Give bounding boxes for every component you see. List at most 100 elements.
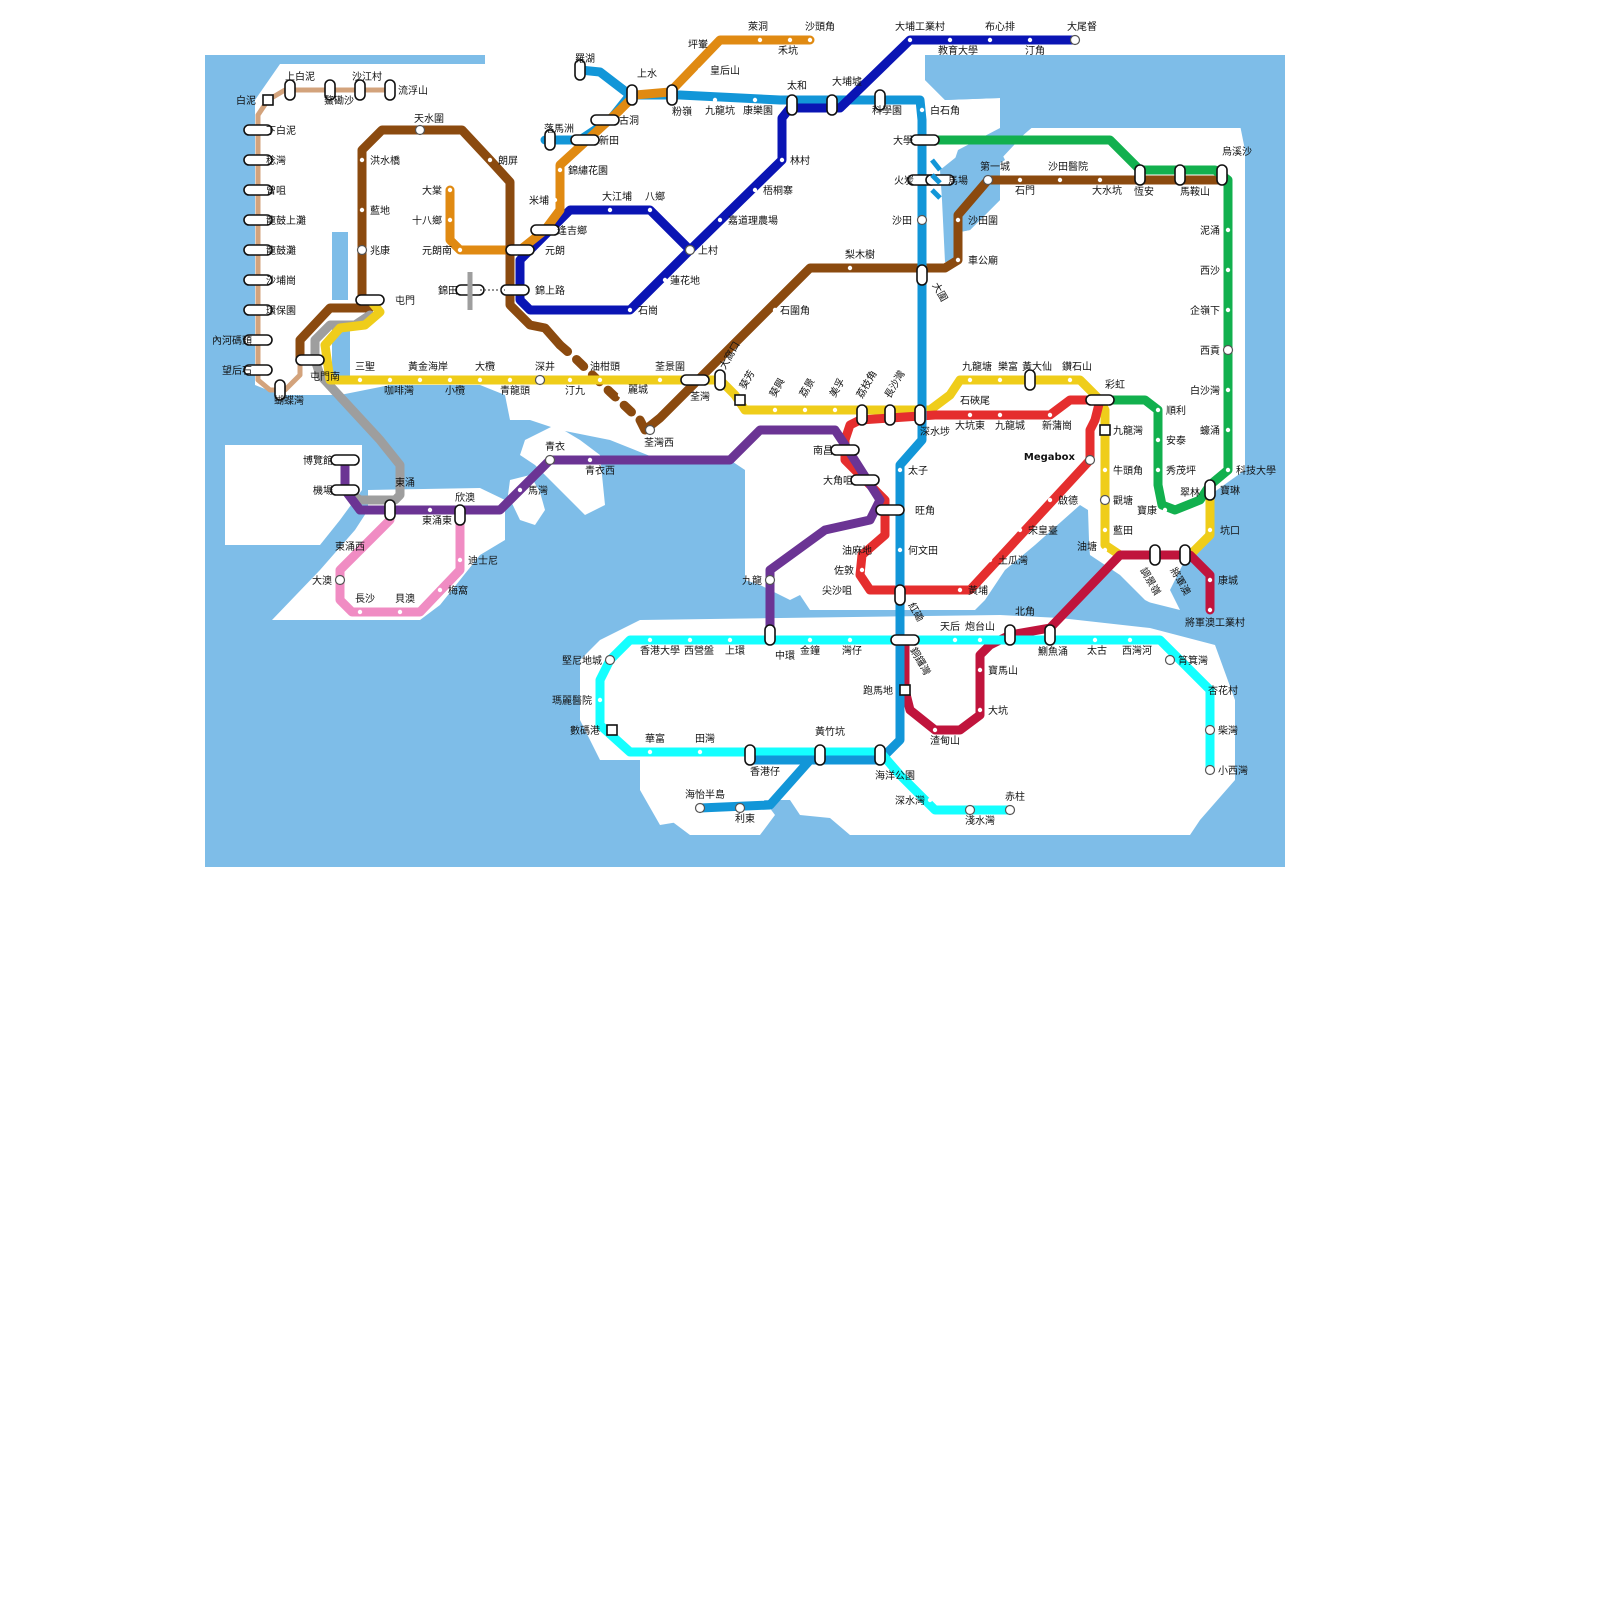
station-tiukengleng[interactable] (1149, 544, 1161, 566)
station-kwaifong[interactable] (734, 394, 746, 406)
station-tokwawan[interactable] (987, 557, 993, 563)
station-kudtung[interactable] (590, 114, 620, 126)
station-taishuihang[interactable] (1097, 177, 1103, 183)
station-homan[interactable] (897, 547, 903, 553)
station-happyvalley[interactable] (899, 684, 911, 696)
station-saiyingpun[interactable] (687, 637, 693, 643)
station-taikang[interactable] (607, 207, 613, 213)
station-pakni[interactable] (262, 94, 274, 106)
station-pakshawan[interactable] (1225, 387, 1231, 393)
station-tingkok[interactable] (1027, 37, 1033, 43)
station-wanchai[interactable] (847, 637, 853, 643)
station-oceanpark[interactable] (874, 744, 886, 766)
station-sanitin[interactable] (570, 134, 600, 146)
station-quarrybay[interactable] (1044, 624, 1056, 646)
station-hengon[interactable] (1134, 164, 1146, 186)
station-mongkok[interactable] (875, 504, 905, 516)
station-shekkong[interactable] (627, 307, 633, 313)
station-hengfachuen[interactable] (1197, 687, 1203, 693)
station-shatsui[interactable] (357, 609, 363, 615)
station-taio[interactable] (334, 574, 346, 586)
station-saisha[interactable] (1225, 267, 1231, 273)
station-tsingyi[interactable] (544, 454, 556, 466)
station-mipo[interactable] (552, 197, 558, 203)
station-tingkau[interactable] (567, 377, 573, 383)
station-siulam[interactable] (447, 377, 453, 383)
station-hongloknga[interactable] (752, 97, 758, 103)
station-tuenmunnorth[interactable] (295, 354, 325, 366)
station-ngautaukok[interactable] (1102, 467, 1108, 473)
station-ngtungchai[interactable] (752, 187, 758, 193)
station-tailam[interactable] (477, 377, 483, 383)
station-pousampai[interactable] (987, 37, 993, 43)
station-disney[interactable] (457, 557, 463, 563)
station-cityone[interactable] (982, 174, 994, 186)
station-cyberport[interactable] (606, 724, 618, 736)
station-aplichau[interactable] (694, 802, 706, 814)
station-siuhong[interactable] (356, 244, 368, 256)
station-pooiau[interactable] (397, 609, 403, 615)
station-asiaworld[interactable] (330, 454, 360, 466)
station-airport[interactable] (330, 484, 360, 496)
station-kwuntong[interactable] (1099, 494, 1111, 506)
station-tsanguk[interactable] (243, 184, 273, 196)
station-stanley[interactable] (1004, 804, 1016, 816)
station-tinhau[interactable] (952, 637, 958, 643)
station-kamsheungroad[interactable] (500, 284, 530, 296)
station-cheungshawan[interactable] (884, 404, 896, 426)
station-shapotsui[interactable] (243, 274, 273, 286)
station-fungkatheung[interactable] (530, 224, 560, 236)
station-kowloonbay[interactable] (1099, 424, 1111, 436)
station-pakshekkok[interactable] (919, 107, 925, 113)
station-wukaisha[interactable] (1216, 164, 1228, 186)
station-shekkipmei[interactable] (957, 397, 963, 403)
station-tsuenwan[interactable] (680, 374, 710, 386)
station-kafaywan[interactable] (387, 377, 393, 383)
station-goldcoast[interactable] (417, 377, 423, 383)
station-yuenlong[interactable] (505, 244, 535, 256)
station-tsuilam[interactable] (1172, 497, 1178, 503)
station-taipoagri[interactable] (717, 217, 723, 223)
station-meifoo[interactable] (832, 407, 838, 413)
station-nitaosha[interactable] (1225, 227, 1231, 233)
station-lintahdei[interactable] (662, 277, 668, 283)
station-kowloon[interactable] (764, 574, 776, 586)
station-wahfu[interactable] (647, 749, 653, 755)
station-laiking2[interactable] (802, 407, 808, 413)
station-wongchukhang[interactable] (814, 744, 826, 766)
station-aberdeen[interactable] (744, 744, 756, 766)
station-onyan[interactable] (1155, 437, 1161, 443)
station-shapatheung[interactable] (447, 217, 453, 223)
station-lowu[interactable] (574, 59, 586, 81)
station-shataukok[interactable] (807, 37, 813, 43)
station-longping[interactable] (487, 157, 493, 163)
station-hungshuikiu[interactable] (359, 157, 365, 163)
station-shemwan[interactable] (243, 154, 273, 166)
station-leitung[interactable] (734, 802, 746, 814)
station-shakongtsuen[interactable] (354, 79, 366, 101)
station-taihang[interactable] (977, 707, 983, 713)
station-taitong[interactable] (447, 187, 453, 193)
station-yuenlongsouth[interactable] (457, 247, 463, 253)
station-causewaybay[interactable] (890, 634, 920, 646)
station-shatinhospital[interactable] (1057, 177, 1063, 183)
station-taipohui[interactable] (826, 94, 838, 116)
station-saiwanho[interactable] (1127, 637, 1133, 643)
station-megabox[interactable] (1084, 454, 1096, 466)
station-wonghaushan[interactable] (697, 67, 703, 73)
station-tsuenkingcircuit[interactable] (657, 377, 663, 383)
station-fortresshill[interactable] (977, 637, 983, 643)
station-polam[interactable] (1204, 479, 1216, 501)
station-sunnybay[interactable] (454, 504, 466, 526)
station-sammshingtsuen[interactable] (357, 377, 363, 383)
station-fanling[interactable] (666, 84, 678, 106)
station-namcheong[interactable] (830, 444, 860, 456)
station-lauwoo[interactable] (324, 79, 336, 101)
station-taikoo[interactable] (1092, 637, 1098, 643)
station-tsimshatsui[interactable] (857, 587, 863, 593)
station-shamshuipo[interactable] (914, 404, 926, 426)
station-yaumatei[interactable] (877, 547, 883, 553)
station-shangpakni[interactable] (284, 79, 296, 101)
station-shaukeiwan[interactable] (1164, 654, 1176, 666)
station-yautong[interactable] (1102, 547, 1108, 553)
